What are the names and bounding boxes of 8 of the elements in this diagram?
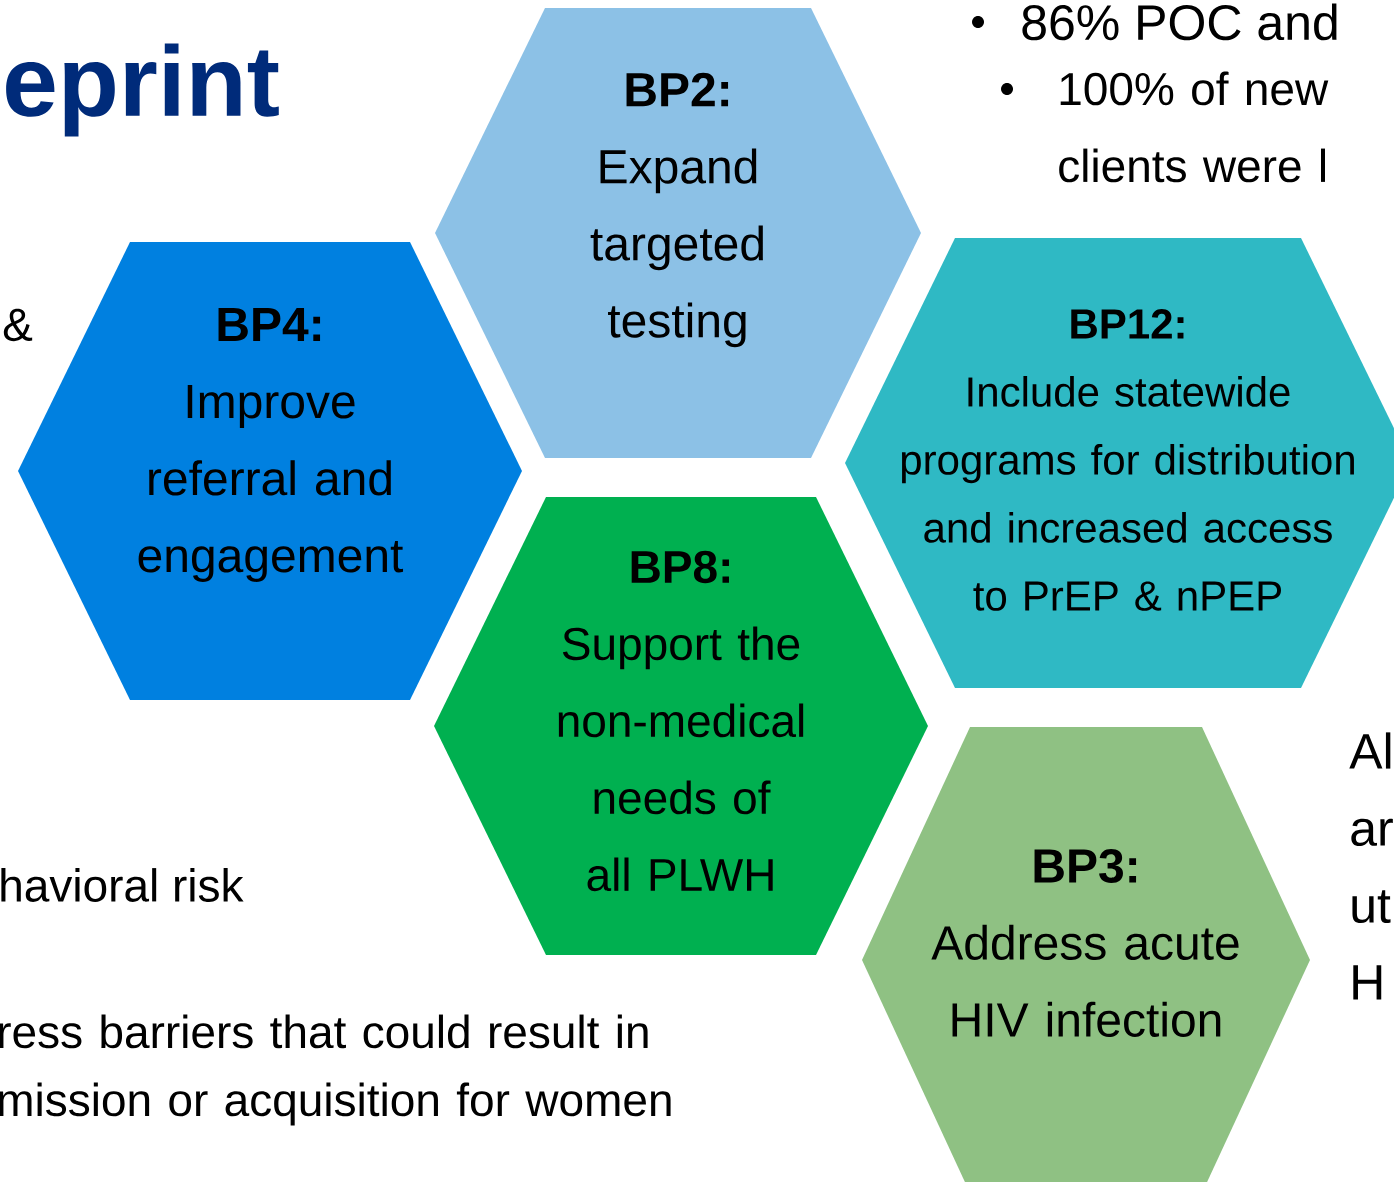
hexagon: BP3: Address acute HIV infection [862, 727, 1310, 1182]
body-text: ress barriers that could result in mission or acquisition for women [0, 1014, 671, 1126]
slide-title: eprint [6, 43, 279, 137]
bullet-text: 86% POC and [1022, 3, 1337, 41]
body-text: Al ar ut H [1349, 732, 1393, 1000]
body-text: havioral risk [1, 868, 244, 902]
bullet-text: 100% of new clients were l [1059, 71, 1329, 183]
hexagon: BP12: Include statewide programs for distribution and increased access to PrEP & nPEP [845, 238, 1394, 688]
